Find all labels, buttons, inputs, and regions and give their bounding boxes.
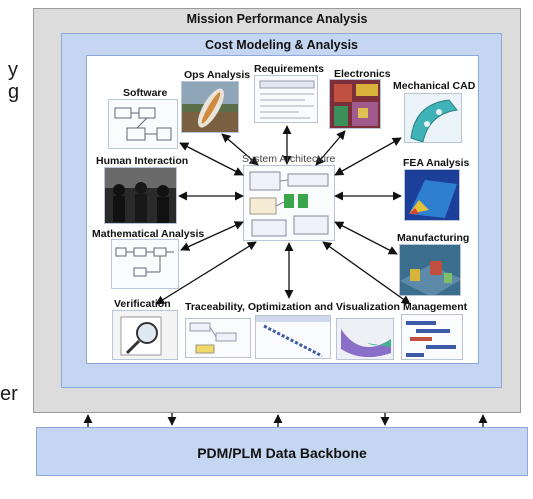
label-traceability: Traceability, Optimization and Visualiza… bbox=[185, 301, 400, 313]
traceability-thumbnail bbox=[185, 318, 251, 358]
optimization-picture bbox=[256, 316, 330, 358]
electronics-picture bbox=[334, 84, 378, 126]
label-manufacturing: Manufacturing bbox=[397, 232, 470, 244]
label-electronics: Electronics bbox=[334, 68, 391, 80]
edge-fragment-middle: g bbox=[8, 81, 20, 103]
arrow-electronics bbox=[315, 130, 346, 166]
system-architecture-picture bbox=[249, 171, 329, 237]
arrow-mechanical-cad bbox=[334, 137, 402, 176]
human-interaction-picture bbox=[105, 168, 176, 223]
label-ops-analysis: Ops Analysis bbox=[184, 69, 251, 81]
management-picture bbox=[406, 321, 456, 357]
label-management: Management bbox=[403, 301, 468, 313]
verification-picture bbox=[120, 316, 162, 356]
management-chart-thumbnail bbox=[401, 314, 463, 360]
arrow-ops-analysis bbox=[221, 133, 259, 166]
arrow-manufacturing bbox=[334, 221, 398, 255]
system-architecture-diagram-thumbnail bbox=[243, 165, 335, 241]
software-diagram-thumbnail bbox=[108, 99, 178, 149]
arrow-verification bbox=[155, 241, 257, 305]
optimization-matrix-thumbnail bbox=[255, 315, 331, 359]
electronics-chip-thumbnail bbox=[329, 79, 381, 129]
label-requirements: Requirements bbox=[254, 63, 325, 75]
requirements-thumbnail bbox=[254, 75, 318, 123]
label-fea-analysis: FEA Analysis bbox=[403, 157, 470, 169]
edge-fragment-top: y bbox=[8, 59, 18, 81]
arrow-management bbox=[322, 241, 411, 305]
traceability-picture bbox=[189, 322, 237, 354]
mechanical-cad-thumbnail bbox=[404, 93, 462, 143]
arrow-software bbox=[179, 142, 244, 176]
manufacturing-picture bbox=[400, 261, 460, 295]
label-software: Software bbox=[123, 87, 168, 99]
visualization-picture bbox=[341, 329, 391, 358]
edge-fragment-bottom: er bbox=[0, 383, 18, 405]
data-backbone-bar bbox=[36, 427, 528, 476]
mission-performance-title: Mission Performance Analysis bbox=[186, 12, 368, 26]
human-interaction-photo-thumbnail bbox=[104, 167, 177, 224]
label-human-interaction: Human Interaction bbox=[96, 155, 189, 167]
ops-analysis-photo-thumbnail bbox=[181, 81, 239, 133]
label-mechanical-cad: Mechanical CAD bbox=[393, 80, 476, 92]
label-mathematical-analysis: Mathematical Analysis bbox=[92, 228, 205, 240]
fea-analysis-picture bbox=[409, 180, 457, 218]
fea-analysis-thumbnail bbox=[404, 169, 460, 221]
software-diagram-picture bbox=[114, 107, 172, 141]
mechanical-cad-picture bbox=[410, 99, 458, 142]
ops-analysis-picture bbox=[182, 82, 238, 132]
cost-modeling-title: Cost Modeling & Analysis bbox=[204, 38, 359, 52]
visualization-surface-thumbnail bbox=[336, 318, 394, 360]
label-system-architecture: System Architecture bbox=[242, 153, 336, 165]
data-backbone-title: PDM/PLM Data Backbone bbox=[197, 445, 367, 461]
verification-thumbnail bbox=[112, 310, 178, 360]
requirements-picture bbox=[259, 80, 315, 119]
label-verification: Verification bbox=[114, 298, 171, 310]
